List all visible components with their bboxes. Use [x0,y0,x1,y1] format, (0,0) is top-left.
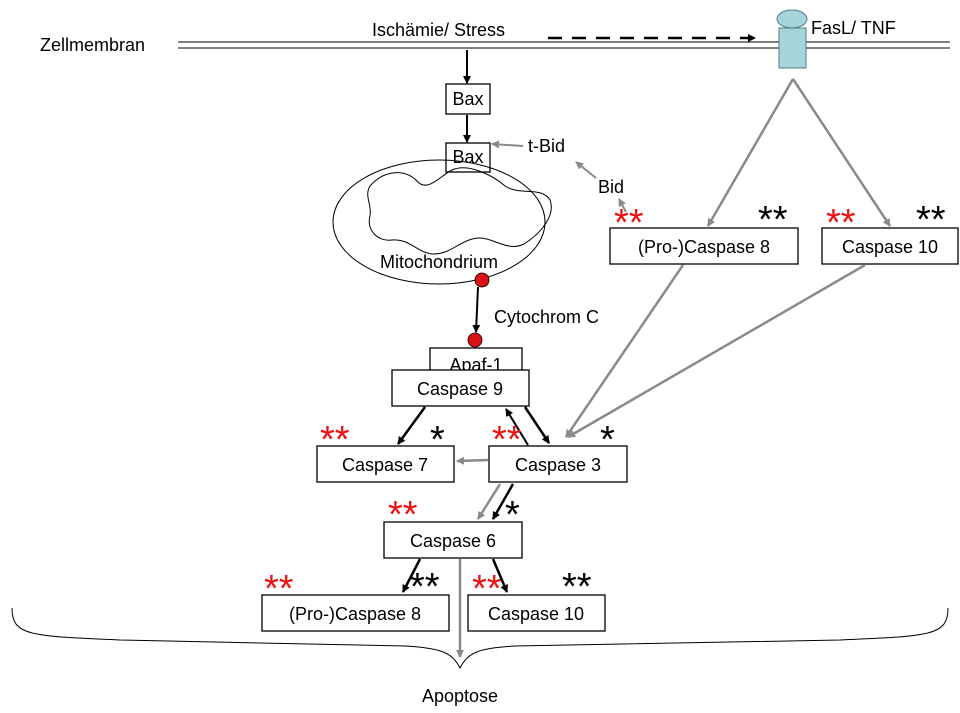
caspase3-label: Caspase 3 [515,455,601,475]
mitochondrium-label: Mitochondrium [380,252,498,272]
procaspase8-bottom-label: (Pro-)Caspase 8 [289,604,421,624]
caspase3-red-marker: ** [492,419,522,461]
bax-mito-label: Bax [452,147,483,167]
arrow-bid-tbid [575,161,597,179]
receptor-icon [776,9,808,69]
arrow-casp3-casp7 [456,456,489,465]
arrow-casp9-casp7 [396,406,427,445]
caspase10-top-label: Caspase 10 [842,237,938,257]
arrow-casp9-casp3 [523,406,551,444]
mitochondrium-outer [332,159,546,285]
caspase7-label: Caspase 7 [342,455,428,475]
procaspase8-top-black-marker: ** [758,199,788,241]
caspase9-box [391,369,530,407]
stress-label: Ischämie/ Stress [372,20,505,40]
caspase6-label: Caspase 6 [410,531,496,551]
cell-membrane [178,41,950,49]
arrow-cytochrom [472,286,481,333]
arrow-casp3-casp6-gray [476,483,502,520]
receptor-label: FasL/ TNF [811,18,896,38]
caspase10-top-red-marker: ** [826,202,856,244]
caspase3-box [488,445,628,483]
caspase10-top-box [821,227,959,265]
procaspase8-top-red-marker: ** [614,202,644,244]
procaspase8-bottom-red-marker: ** [264,568,294,610]
apoptose-brace [11,607,949,670]
arrow-casp3-casp6-black [491,483,515,520]
caspase7-red-marker: ** [320,419,350,461]
tbid-label: t-Bid [528,136,565,156]
caspase6-box [383,521,523,559]
caspase10-bottom-label: Caspase 10 [488,604,584,624]
caspase3-black-marker: * [600,419,615,461]
arrow-procasp8-casp3 [564,264,685,438]
arrow-receptor-casp10 [791,78,892,227]
procaspase8-top-box [609,227,799,265]
caspase6-red-marker: ** [388,494,418,536]
cytochrom-dot-bottom [467,332,483,348]
mitochondrium-cristae [367,167,552,255]
bax-top-label: Bax [452,89,483,109]
bax-mito-box [445,142,491,173]
arrow-casp3-casp9 [505,408,529,446]
arrow-casp8-bid [618,198,627,213]
apoptose-label: Apoptose [422,686,498,706]
caspase10-bottom-red-marker: ** [472,568,502,610]
arrow-casp6-casp10 [491,558,509,593]
caspase10-bottom-box [467,594,606,632]
procaspase8-bottom-box [261,594,450,632]
arrow-tbid-bax [491,140,524,149]
bid-label: Bid [598,177,624,197]
caspase10-bottom-black-marker: ** [562,566,592,608]
caspase7-black-marker: * [430,419,445,461]
arrow-casp10-casp3 [567,263,866,439]
cytochrom-dot-top [474,272,490,288]
caspase7-box [316,445,455,483]
cytochrom-label: Cytochrom C [494,307,599,327]
membrane-label: Zellmembran [40,35,145,55]
caspase10-top-black-marker: ** [916,199,946,241]
caspase6-black-marker: * [505,494,520,536]
arrow-receptor-procasp8 [706,78,795,227]
procaspase8-bottom-black-marker: ** [410,566,440,608]
arrow-casp6-procasp8 [401,558,422,593]
bax-top-box [445,83,491,115]
procaspase8-top-label: (Pro-)Caspase 8 [638,237,770,257]
caspase9-label: Caspase 9 [417,379,503,399]
